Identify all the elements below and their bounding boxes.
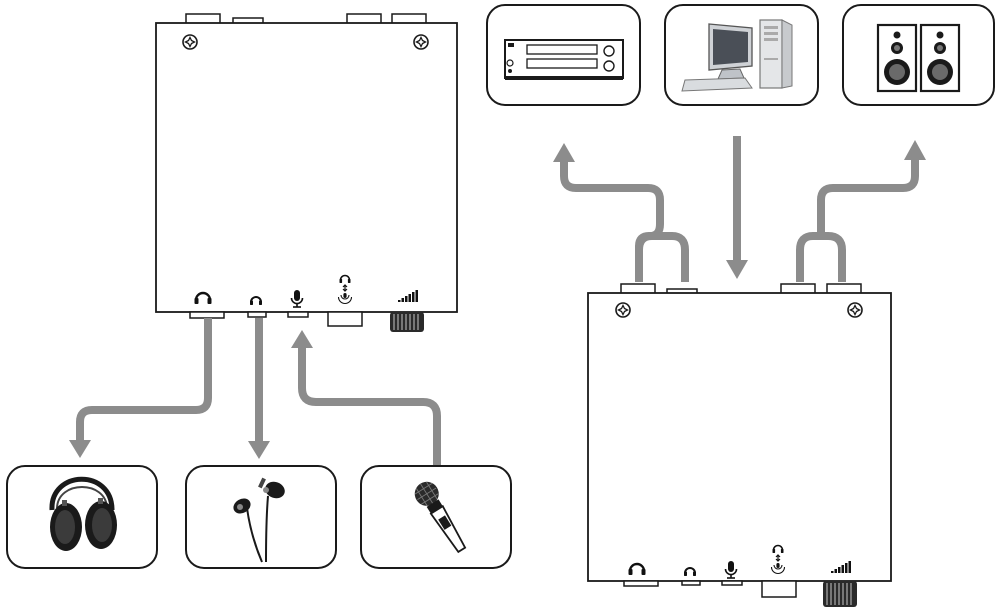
arrow-heads — [69, 140, 926, 459]
screw-icon — [182, 34, 198, 50]
microphone-box — [360, 465, 512, 569]
hifi-receiver-icon — [504, 39, 624, 80]
arrow-to-speakers — [796, 232, 846, 282]
earphones-box — [185, 465, 337, 569]
in-ear-earphones-icon — [233, 477, 285, 563]
screw-icon — [413, 34, 429, 50]
desktop-computer-icon — [681, 19, 793, 92]
hifi-receiver-box — [486, 4, 641, 106]
arrow-to-receiver — [560, 160, 664, 282]
connection-arrows — [76, 136, 919, 466]
over-ear-headphones-icon — [49, 476, 117, 551]
arrow-to-headphones — [76, 318, 212, 442]
speakers-box — [842, 4, 995, 106]
arrow-from-microphone — [298, 346, 441, 466]
screw-icon — [847, 302, 863, 318]
back-panel-unit — [587, 283, 892, 607]
bookshelf-speakers-icon — [876, 23, 961, 93]
headphones-box — [6, 465, 158, 569]
computer-box — [664, 4, 819, 106]
volume-knob[interactable] — [390, 312, 424, 332]
handheld-microphone-icon — [414, 481, 467, 554]
front-panel-unit — [155, 13, 458, 332]
volume-knob[interactable] — [823, 581, 857, 607]
screw-icon — [615, 302, 631, 318]
